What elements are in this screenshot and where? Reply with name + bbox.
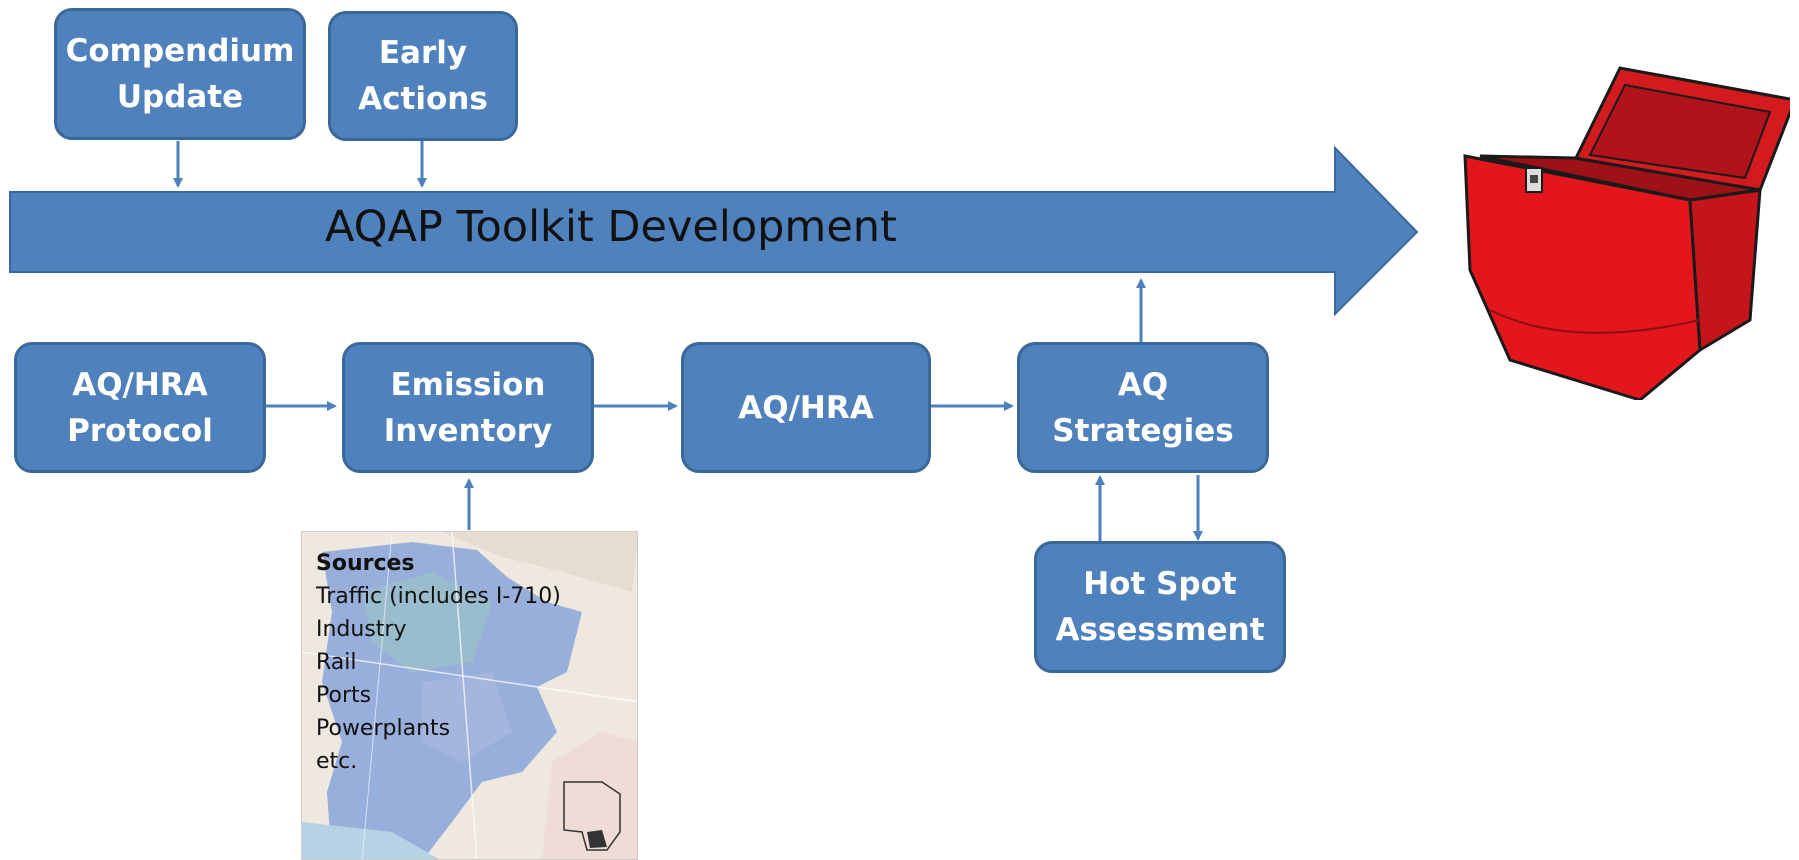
box-label-line1: AQ <box>1117 366 1169 403</box>
box-label-line2: Inventory <box>383 412 553 449</box>
box-label-line1: Hot Spot <box>1083 566 1237 602</box>
box-label-line1: Compendium <box>65 33 295 69</box>
sources-list: Sources Traffic (includes I-710) Industr… <box>316 547 561 778</box>
box-label-line2: Strategies <box>1052 412 1234 449</box>
inset-county-outline <box>563 781 621 851</box>
map-image <box>301 531 638 860</box>
toolkit-banner-label: AQAP Toolkit Development <box>325 202 897 252</box>
aq-hra-box: AQ/HRA <box>681 342 931 473</box>
box-label-line2: Actions <box>358 81 488 117</box>
aq-hra-protocol-box: AQ/HRA Protocol <box>14 342 266 473</box>
box-label-line1: Early <box>378 35 468 71</box>
box-label-line2: Assessment <box>1055 612 1265 648</box>
box-label-line1: AQ/HRA <box>738 389 874 426</box>
box-label-line1: Emission <box>390 366 546 403</box>
toolbox-icon <box>1463 66 1790 400</box>
toolkit-banner-arrow <box>9 145 1419 317</box>
source-item: Powerplants <box>316 716 451 741</box>
source-item: Rail <box>316 650 357 675</box>
source-item: Ports <box>316 683 372 708</box>
source-item: Industry <box>316 617 407 642</box>
box-label-line2: Protocol <box>67 412 213 449</box>
source-item: Traffic (includes I-710) <box>316 584 561 609</box>
aq-strategies-box: AQ Strategies <box>1017 342 1269 473</box>
map-graphic <box>302 532 637 859</box>
sources-heading: Sources <box>316 551 415 576</box>
box-label-line1: AQ/HRA <box>72 366 208 403</box>
source-item: etc. <box>316 749 358 774</box>
box-label-line2: Update <box>116 79 244 115</box>
